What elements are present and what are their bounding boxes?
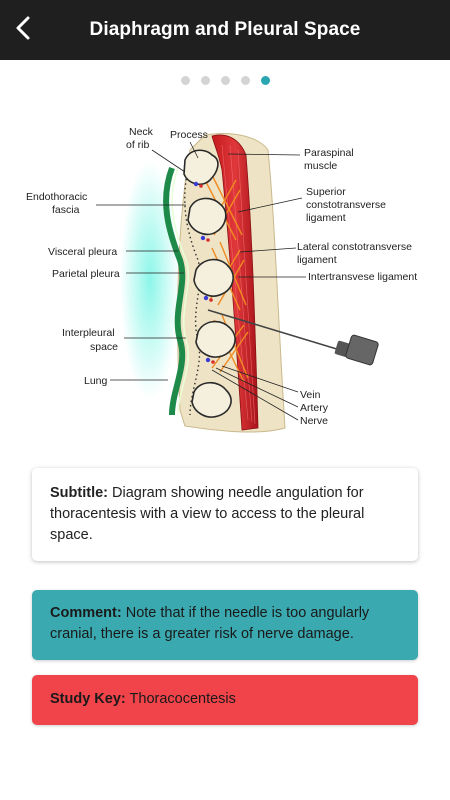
comment-card: Comment: Note that if the needle is too … [32,590,418,660]
page-dot-4[interactable] [240,76,250,85]
label-nerve: Nerve [300,415,328,427]
subtitle-label: Subtitle: [50,485,108,501]
label-endothoracic-1: Endothoracic [26,191,87,203]
leader-lines [96,141,306,421]
label-intertransverse: Intertransvese ligament [308,271,417,283]
diagram-svg: Neck of rib Process Paraspinal muscle En… [26,126,417,433]
page-title: Diaphragm and Pleural Space [89,19,361,40]
label-superior-1: Superior [306,186,346,198]
diagram-labels: Neck of rib Process Paraspinal muscle En… [26,126,417,427]
label-lateral-2: ligament [297,254,337,266]
comment-text: Note that if the needle is too angularly… [50,605,370,642]
subtitle-text: Diagram showing needle angulation for th… [50,485,365,543]
label-superior-2: constotransverse [306,199,386,211]
label-superior-3: ligament [306,212,346,224]
endothoracic-line [184,169,201,416]
label-interpleural-1: Interpleural [62,327,115,339]
page-indicator [0,76,450,88]
app-header: Diaphragm and Pleural Space [0,0,450,60]
page-dot-3[interactable] [220,76,230,85]
page-dot-1[interactable] [180,76,190,85]
chevron-left-icon [16,16,30,40]
neurovascular-bundles [193,181,215,364]
label-neck-of-rib-2: of rib [126,139,150,151]
pleural-glow [120,160,180,400]
label-artery: Artery [300,402,329,414]
page-dot-5-active[interactable] [260,76,270,85]
label-neck-of-rib-1: Neck [129,126,154,138]
parietal-line [171,167,190,416]
study-key-card: Study Key: Thoracocentesis [32,675,418,725]
anatomy-diagram: Neck of rib Process Paraspinal muscle En… [0,110,450,450]
label-process: Process [170,129,208,141]
study-key-text: Thoracocentesis [125,691,236,707]
needle [207,309,379,366]
study-key-label: Study Key: [50,691,126,707]
label-interpleural-2: space [90,341,118,353]
label-paraspinal-1: Paraspinal [304,147,354,159]
label-lung: Lung [84,375,108,387]
subtitle-card: Subtitle: Diagram showing needle angulat… [32,468,418,561]
label-lateral-1: Lateral constotransverse [297,241,412,253]
page-dot-2[interactable] [200,76,210,85]
label-visceral-pleura: Visceral pleura [48,246,117,258]
label-vein: Vein [300,389,321,401]
label-endothoracic-2: fascia [52,204,80,216]
comment-label: Comment: [50,605,122,621]
back-button[interactable] [4,8,44,48]
label-parietal-pleura: Parietal pleura [52,268,120,280]
lung-edge [163,166,186,416]
muscle-striations [221,144,256,425]
rib-processes [183,149,236,418]
label-paraspinal-2: muscle [304,160,337,172]
